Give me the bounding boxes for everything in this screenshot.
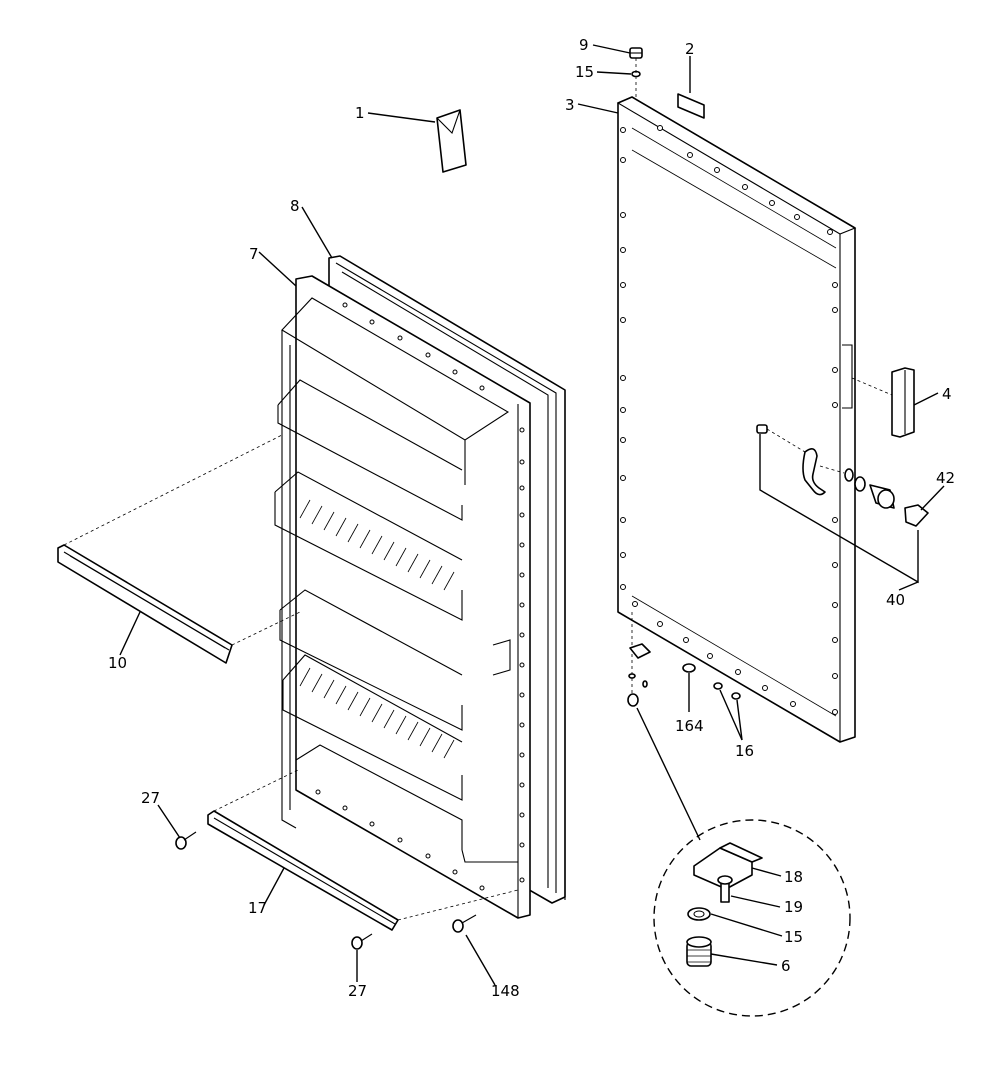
callout-18: 18 <box>784 868 803 886</box>
top-screw <box>629 47 643 100</box>
callout-15-zoom: 15 <box>784 928 803 946</box>
callout-19: 19 <box>784 898 803 916</box>
callout-17: 17 <box>248 899 267 917</box>
lock-assembly <box>756 424 929 584</box>
callout-8: 8 <box>290 197 300 215</box>
inner-door-liner <box>274 275 531 919</box>
callout-164: 164 <box>675 717 704 735</box>
callout-2: 2 <box>685 40 695 58</box>
screw-27-lower <box>351 933 373 950</box>
bottom-hinge-hardware <box>627 612 741 707</box>
screw-27-upper <box>175 831 197 850</box>
lower-retainer-bar <box>207 769 519 931</box>
instruction-envelope <box>436 109 467 173</box>
callout-labels: 1 2 3 4 6 7 8 9 10 15 15 16 17 18 19 27 … <box>108 36 955 1000</box>
callout-15-top: 15 <box>575 63 594 81</box>
liner-screw-holes <box>315 302 525 891</box>
shelf-ribs-upper <box>299 499 455 591</box>
callout-16: 16 <box>735 742 754 760</box>
upper-retainer-bar <box>57 434 301 664</box>
label-plate <box>677 93 705 119</box>
callout-27-lower: 27 <box>348 982 367 1000</box>
callout-42: 42 <box>936 469 955 487</box>
callout-40: 40 <box>886 591 905 609</box>
door-handle <box>851 367 915 438</box>
leader-lines <box>119 44 945 986</box>
panel-screw-holes <box>620 125 838 715</box>
callout-3: 3 <box>565 96 575 114</box>
shelf-ribs-lower <box>299 667 455 759</box>
outer-door-panel <box>616 96 857 743</box>
hinge-detail-zoom <box>653 819 851 1017</box>
callout-148: 148 <box>491 982 520 1000</box>
callout-10: 10 <box>108 654 127 672</box>
callout-4: 4 <box>942 385 952 403</box>
callout-9: 9 <box>579 36 589 54</box>
callout-6: 6 <box>781 957 791 975</box>
callout-1: 1 <box>355 104 365 122</box>
callout-7: 7 <box>249 245 259 263</box>
callout-27-upper: 27 <box>141 789 160 807</box>
screw-148 <box>452 914 477 933</box>
